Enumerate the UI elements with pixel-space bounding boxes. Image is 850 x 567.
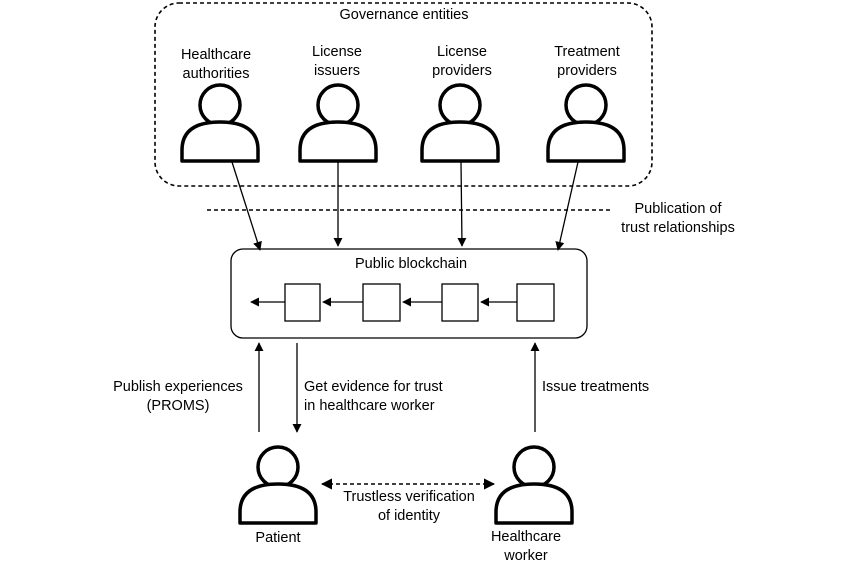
arrow-authorities-to-blockchain — [231, 161, 262, 251]
governance-group-box — [154, 2, 653, 187]
entity-label-line2: providers — [557, 63, 617, 79]
publish-label: Publish experiences (PROMS) — [113, 378, 243, 416]
evidence-label: Get evidence for trust in healthcare wor… — [304, 378, 443, 416]
worker-label-line1: Healthcare — [490, 529, 562, 545]
block-3 — [441, 283, 479, 322]
entity-label-line2: issuers — [314, 63, 360, 79]
person-icon-healthcare-worker — [494, 445, 574, 525]
publish-label-line1: Publish experiences — [113, 379, 243, 395]
entity-label-license-providers: License providers — [432, 43, 492, 81]
entity-label-line1: Healthcare — [180, 47, 252, 63]
patient-label: Patient — [255, 530, 301, 546]
person-icon-license-providers — [420, 83, 500, 163]
person-icon-patient — [238, 445, 318, 525]
verification-label-line2: of identity — [377, 508, 441, 524]
evidence-label-line2: in healthcare worker — [304, 398, 435, 414]
blockchain-title: Public blockchain — [354, 256, 468, 272]
entity-label-line1: License — [437, 44, 487, 60]
block-1 — [284, 283, 321, 322]
block-4 — [516, 283, 555, 322]
publication-label-line1: Publication of — [634, 201, 722, 217]
worker-label: Healthcare worker — [491, 528, 561, 566]
worker-label-line2: worker — [504, 548, 548, 564]
verification-label-line1: Trustless verification — [343, 489, 475, 505]
blockchain-box — [230, 248, 588, 339]
publication-label-line2: trust relationships — [621, 220, 735, 236]
person-icon-healthcare-authorities — [180, 83, 260, 163]
block-2 — [362, 283, 401, 322]
entity-label-healthcare-authorities: Healthcare authorities — [181, 46, 251, 84]
person-icon-treatment-providers — [546, 83, 626, 163]
verification-label: Trustless verification of identity — [343, 488, 475, 526]
arrow-treatment-to-blockchain — [555, 161, 579, 251]
entity-label-line1: License — [312, 44, 362, 60]
governance-title: Governance entities — [339, 7, 469, 23]
entity-label-treatment-providers: Treatment providers — [554, 43, 620, 81]
publish-label-line2: (PROMS) — [146, 398, 210, 414]
issue-label: Issue treatments — [542, 379, 650, 395]
entity-label-line1: Treatment — [554, 44, 620, 60]
person-icon-license-issuers — [298, 83, 378, 163]
entity-label-line2: providers — [432, 63, 492, 79]
publication-label: Publication of trust relationships — [621, 200, 735, 238]
entity-label-license-issuers: License issuers — [312, 43, 362, 81]
entity-label-line2: authorities — [182, 66, 250, 82]
arrow-providers-to-blockchain — [457, 161, 467, 247]
evidence-label-line1: Get evidence for trust — [304, 379, 443, 395]
